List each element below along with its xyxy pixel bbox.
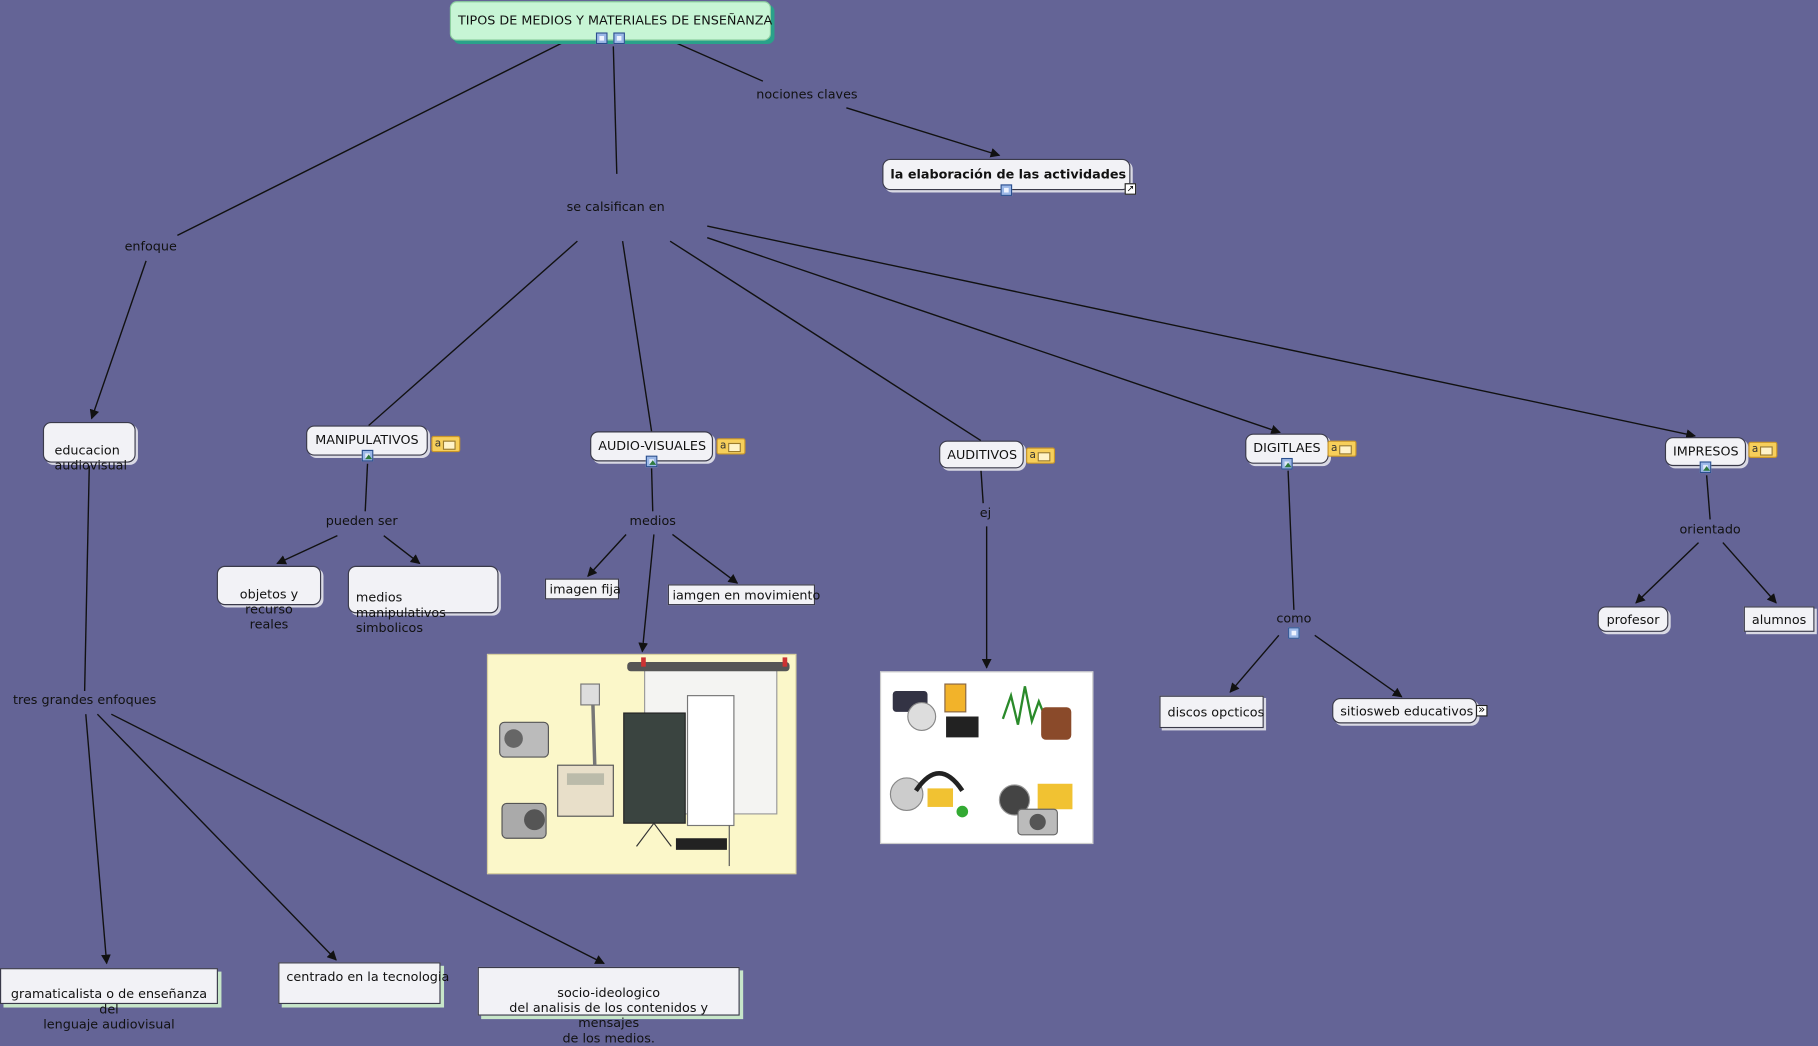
concept-sitios-web-educativos[interactable]: sitiosweb educativos [1332,697,1478,724]
image-resource-icon[interactable] [1699,461,1712,474]
concept-imagen-fija[interactable]: imagen fija [544,578,621,600]
link-pueden-simbolicos [383,535,421,565]
concept-gramaticalista[interactable]: gramaticalista o de enseñanza del lengua… [0,968,218,1032]
link-digitales-como [1287,470,1295,610]
link-tres-tecnologia [96,713,337,961]
annotation-icon[interactable]: a [1026,447,1056,464]
root-concept[interactable]: TIPOS DE MEDIOS Y MATERIALES DE ENSEÑANZ… [449,1,773,41]
link-clasifican-digitales [707,237,1281,435]
concept-movimiento-label: iamgen en movimiento [672,587,821,603]
concept-imagen-fija-label: imagen fija [549,582,621,598]
concept-digitales-label: DIGITLAES [1253,440,1321,456]
phrase-se-clasifican[interactable]: se calsifican en [566,199,665,215]
link-medios-fija [587,534,627,577]
link-nociones-elaboracion [846,107,1001,158]
link-como-discos [1229,634,1280,693]
phrase-como[interactable]: como [1276,611,1312,627]
concept-discos-opticos[interactable]: discos opcticos [1159,695,1265,729]
resource-icon[interactable] [1000,184,1013,196]
concept-alumnos-label: alumnos [1751,612,1807,628]
link-clasifican-impresos [707,225,1696,439]
concept-auditivos[interactable]: AUDITIVOS [939,440,1024,469]
link-clasifican-audiovisuales [621,241,653,432]
concept-centrado-tecnologia[interactable]: centrado en la tecnologia [278,962,449,1005]
link-clasifican-manipulativos [368,240,578,427]
phrase-ej[interactable]: ej [979,505,992,521]
concept-elaboracion-label: la elaboración de las actividades [890,166,1127,183]
concept-auditivos-label: AUDITIVOS [947,447,1018,463]
concept-manipulativos-label: MANIPULATIVOS [315,432,419,448]
resource-icon[interactable] [1288,627,1300,639]
concept-audio-visuales[interactable]: AUDIO-VISUALES [590,431,714,462]
link-medios-imagen [638,534,655,653]
concept-socio-label: socio-ideologico del analisis de los con… [509,985,709,1046]
link-root-clasifican [612,46,618,174]
audio-devices-illustration [889,683,1073,836]
link-tres-gramaticalista [85,714,111,965]
connection-lines [83,42,1777,965]
concept-impresos[interactable]: IMPRESOS [1664,437,1747,467]
concept-tecnologia-label: centrado en la tecnologia [286,969,450,985]
concept-objetos-label: objetos y recurso reales [239,586,299,632]
double-chevron-icon[interactable]: » [1475,704,1488,717]
concept-educacion-audiovisual[interactable]: educacion audiovisual [42,422,136,473]
phrase-nociones-claves[interactable]: nociones claves [756,86,858,103]
image-resource-icon[interactable] [361,449,374,462]
projector-equipment-image[interactable] [486,653,797,875]
image-resource-icon[interactable] [645,455,658,468]
link-audiovisuales-medios [650,468,654,512]
link-orientado-profesor [1635,542,1700,604]
annotation-icon[interactable]: a [431,435,461,453]
phrase-enfoque[interactable]: enfoque [124,238,177,254]
link-pueden-objetos [276,535,338,565]
phrase-pueden-ser[interactable]: pueden ser [325,513,398,529]
link-impresos-orientado [1705,475,1711,520]
phrase-orientado[interactable]: orientado [1679,521,1741,537]
link-auditivos-ej [980,468,984,504]
concept-simbolicos-label: medios manipulativos simbolicos [355,590,446,636]
root-concept-label: TIPOS DE MEDIOS Y MATERIALES DE ENSEÑANZ… [457,12,773,28]
resource-icon[interactable] [613,32,625,45]
link-clasifican-auditivos [669,240,982,442]
concept-discos-label: discos opcticos [1167,704,1265,720]
annotation-icon[interactable]: a [1327,440,1357,457]
concept-educacion-label: educacion audiovisual [54,442,128,474]
concept-audiovisuales-label: AUDIO-VISUALES [598,438,707,454]
projector-illustration [499,657,790,867]
phrase-tres-grandes-enfoques[interactable]: tres grandes enfoques [12,692,157,708]
concept-profesor-label: profesor [1606,612,1660,628]
concept-imagen-movimiento[interactable]: iamgen en movimiento [667,584,820,606]
link-enfoque-educacion [89,260,147,420]
link-medios-movimiento [672,533,739,584]
link-orientado-alumnos [1722,542,1777,604]
link-manipulativos-pueden [364,463,369,512]
resource-icon[interactable] [595,32,608,45]
annotation-icon[interactable]: a [716,438,746,455]
concept-medios-manipulativos-simbolicos[interactable]: medios manipulativos simbolicos [347,565,499,635]
link-root-enfoque [177,42,563,236]
concept-socio-ideologico[interactable]: socio-ideologico del analisis de los con… [477,966,740,1046]
link-root-nociones [675,42,764,82]
concept-alumnos[interactable]: alumnos [1743,606,1815,632]
concept-objetos-recursos-reales[interactable]: objetos y recurso reales [216,565,322,632]
concept-profesor[interactable]: profesor [1597,606,1669,632]
link-como-sitios [1314,634,1403,698]
phrase-medios[interactable]: medios [629,513,676,529]
concept-impresos-label: IMPRESOS [1673,444,1739,460]
link-educacion-tres [83,466,90,692]
annotation-icon[interactable]: a [1748,441,1778,458]
external-link-icon[interactable]: ↗ [1124,183,1137,195]
link-tres-socio [110,713,605,965]
audio-devices-image[interactable] [879,671,1094,845]
concept-sitios-label: sitiosweb educativos [1340,703,1474,719]
image-resource-icon[interactable] [1281,457,1293,470]
